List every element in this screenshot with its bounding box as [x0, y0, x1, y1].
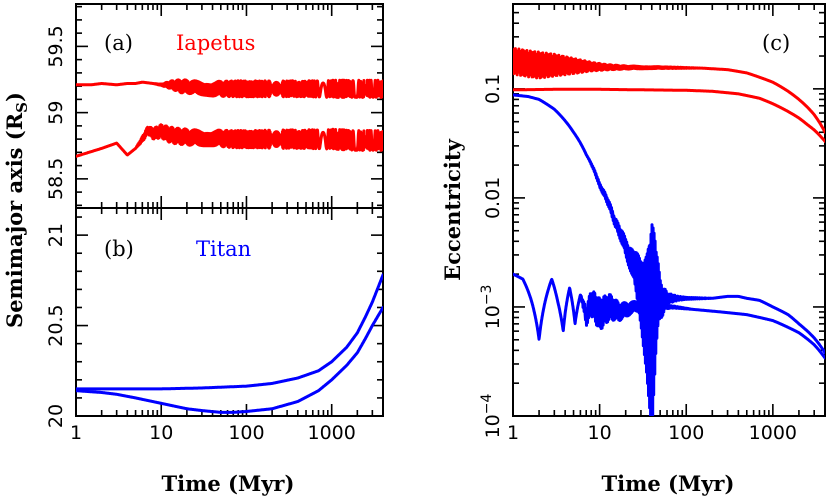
panel-2-series-2-line — [513, 93, 825, 416]
y-tick-label: 0.1 — [482, 74, 504, 104]
panel-b: 1 10 100 1000 20 20.5 21 (b) Titan — [45, 207, 384, 444]
y-tick-label: 59 — [45, 101, 67, 125]
panel-c-frame — [512, 3, 826, 417]
panel-b-tag: (b) — [104, 237, 134, 261]
panel-c-tag: (c) — [762, 31, 790, 55]
y-tick-label: 20 — [45, 404, 67, 428]
panel-a-tag: (a) — [104, 31, 133, 55]
panel-2-series-3-line — [513, 272, 825, 360]
panel-c: 1 10 100 1000 10−4 10−3 0.01 0.1 (c) — [479, 3, 826, 444]
y-tick-label: 20.5 — [45, 304, 67, 346]
x-tick-label: 1000 — [749, 422, 797, 444]
x-tick-label: 1000 — [308, 422, 356, 444]
left-y-axis-label: Semimajor axis (RS) — [2, 92, 31, 328]
x-tick-label: 1 — [507, 422, 519, 444]
panel-0-series-1-line — [76, 123, 383, 158]
panel-a: 58.5 59 59.5 (a) Iapetus — [45, 3, 384, 209]
panel-1-series-0-line — [76, 273, 383, 391]
y-tick-label: 10−4 — [479, 393, 504, 438]
panel-0-series-0-line — [76, 78, 383, 99]
panel-c-series — [513, 47, 825, 416]
y-tick-label: 59.5 — [45, 25, 67, 67]
y-tick-label: 10−3 — [479, 285, 504, 330]
y-tick-label: 21 — [45, 223, 67, 247]
panel-b-ticks: 1 10 100 1000 20 20.5 21 — [45, 208, 384, 444]
panel-2-series-0-line — [513, 47, 825, 134]
y-tick-label: 58.5 — [45, 158, 67, 200]
right-y-axis-label: Eccentricity — [440, 138, 465, 280]
panel-b-frame — [75, 207, 384, 417]
panel-c-ticks: 1 10 100 1000 10−4 10−3 0.01 0.1 — [479, 4, 826, 444]
panel-a-series — [76, 78, 383, 158]
panel-a-moon-label: Iapetus — [176, 31, 255, 55]
panel-1-series-1-line — [76, 306, 383, 414]
x-tick-label: 10 — [149, 422, 173, 444]
panel-b-moon-label: Titan — [196, 237, 251, 261]
x-tick-label: 10 — [588, 422, 612, 444]
right-x-axis-label: Time (Myr) — [602, 471, 735, 496]
x-tick-label: 100 — [668, 422, 704, 444]
left-x-axis-label: Time (Myr) — [162, 471, 295, 496]
panel-b-series — [76, 273, 383, 414]
x-tick-label: 100 — [228, 422, 264, 444]
x-tick-label: 1 — [70, 422, 82, 444]
panel-2-series-1-line — [513, 87, 825, 143]
y-tick-label: 0.01 — [482, 177, 504, 219]
